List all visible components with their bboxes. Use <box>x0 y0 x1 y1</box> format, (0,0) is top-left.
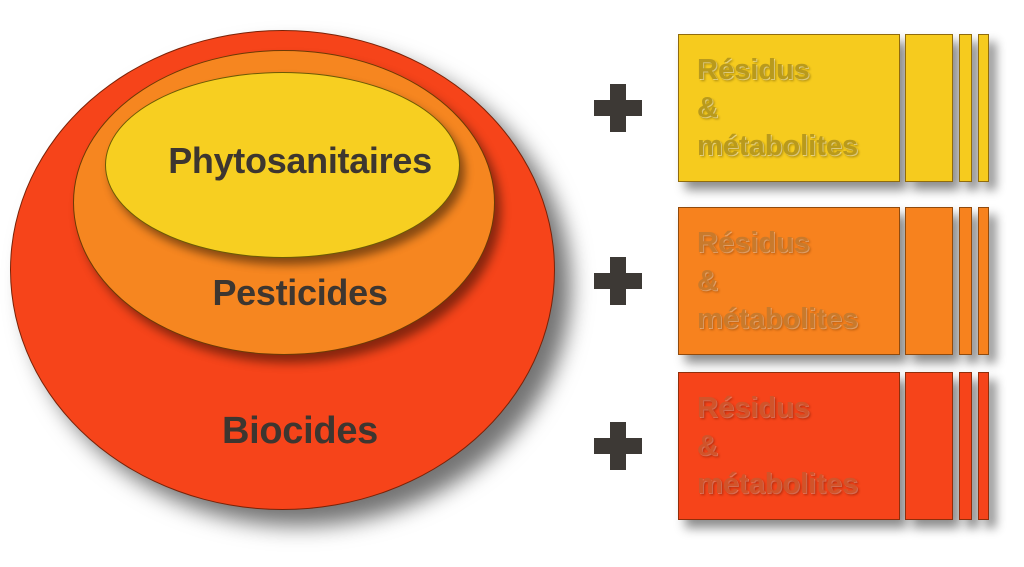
card-sheet-3-biocides <box>959 372 972 520</box>
card-front-biocides: Résidus & métabolites <box>678 372 900 520</box>
plus-icon-vertical-bar <box>610 84 626 132</box>
card-label-phytosanitaires: Résidus & métabolites <box>697 54 859 162</box>
card-label-biocides: Résidus & métabolites <box>697 392 859 500</box>
card-sheet-3-phytosanitaires <box>959 34 972 182</box>
card-row-pesticides: Résidus & métabolites <box>580 195 1024 370</box>
card-row-biocides: Résidus & métabolites <box>580 360 1024 535</box>
plus-icon-pesticides <box>594 257 642 305</box>
concentric-ellipse-diagram: Phytosanitaires Pesticides Biocides <box>10 30 555 510</box>
card-front-pesticides: Résidus & métabolites <box>678 207 900 355</box>
plus-icon-phytosanitaires <box>594 84 642 132</box>
card-front-phytosanitaires: Résidus & métabolites <box>678 34 900 182</box>
card-label-pesticides: Résidus & métabolites <box>697 227 859 335</box>
plus-icon-vertical-bar <box>610 422 626 470</box>
card-sheet-2-biocides <box>905 372 953 520</box>
card-sheet-2-pesticides <box>905 207 953 355</box>
card-sheet-4-phytosanitaires <box>978 34 989 182</box>
residues-card-stacks: Résidus & métabolites Résidus & métaboli… <box>580 0 1024 567</box>
plus-icon-biocides <box>594 422 642 470</box>
card-row-phytosanitaires: Résidus & métabolites <box>580 22 1024 197</box>
ellipse-label-biocides: Biocides <box>222 410 378 452</box>
ellipse-phytosanitaires <box>105 72 460 258</box>
ellipse-label-pesticides: Pesticides <box>212 272 388 313</box>
ellipse-label-phytosanitaires: Phytosanitaires <box>168 140 432 181</box>
card-sheet-3-pesticides <box>959 207 972 355</box>
plus-icon-vertical-bar <box>610 257 626 305</box>
card-sheet-4-pesticides <box>978 207 989 355</box>
card-sheet-4-biocides <box>978 372 989 520</box>
card-sheet-2-phytosanitaires <box>905 34 953 182</box>
